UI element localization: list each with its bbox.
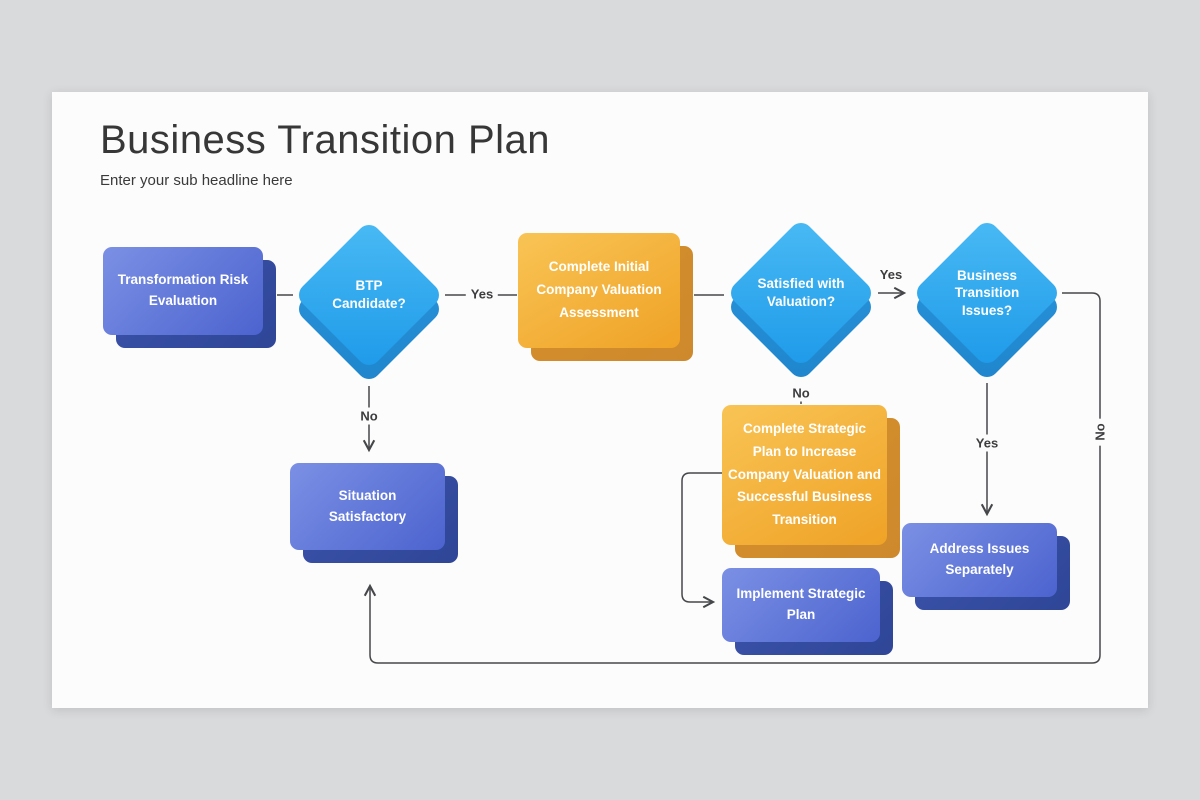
edge-label-issues-no: No bbox=[1091, 418, 1109, 446]
node-label: Satisfied with Valuation? bbox=[757, 276, 845, 309]
edge-label-btp-yes: Yes bbox=[465, 285, 499, 303]
node-face: Situation Satisfactory bbox=[290, 463, 445, 550]
node-label: Complete Initial Company Valuation Asses… bbox=[536, 259, 662, 320]
node-label: Implement Strategic Plan bbox=[736, 586, 866, 622]
node-transformation-risk-evaluation: Transformation Risk Evaluation bbox=[103, 247, 276, 348]
node-label: Situation Satisfactory bbox=[328, 487, 407, 524]
node-address-issues-separately: Address Issues Separately bbox=[902, 523, 1070, 610]
page-title: Business Transition Plan bbox=[100, 118, 551, 162]
node-implement-strategic-plan: Implement Strategic Plan bbox=[722, 568, 893, 655]
edge-label-satisfied-no: No bbox=[787, 384, 815, 402]
node-label: Business Transition Issues? bbox=[954, 267, 1020, 318]
edge-strategic-to-implement bbox=[681, 472, 722, 609]
node-face: Address Issues Separately bbox=[902, 523, 1057, 597]
node-complete-strategic-plan: Complete Strategic Plan to Increase Comp… bbox=[722, 405, 900, 558]
node-face: Transformation Risk Evaluation bbox=[103, 247, 263, 335]
node-label: Complete Strategic Plan to Increase Comp… bbox=[727, 420, 882, 528]
node-face: Implement Strategic Plan bbox=[722, 568, 880, 642]
page-subtitle: Enter your sub headline here bbox=[100, 172, 293, 189]
edge-label-btp-no: No bbox=[355, 407, 383, 425]
node-btp-candidate-decision: BTP Candidate? bbox=[294, 220, 444, 384]
node-satisfied-with-valuation-decision: Satisfied with Valuation? bbox=[726, 218, 876, 382]
node-label: Address Issues Separately bbox=[929, 541, 1030, 577]
node-complete-initial-valuation: Complete Initial Company Valuation Asses… bbox=[518, 233, 693, 361]
edge-label-satisfied-yes: Yes bbox=[879, 267, 903, 282]
node-face: Complete Strategic Plan to Increase Comp… bbox=[722, 405, 887, 545]
node-face: Complete Initial Company Valuation Asses… bbox=[518, 233, 680, 348]
node-business-transition-issues-decision: Business Transition Issues? bbox=[912, 218, 1062, 382]
slide-canvas: Business Transition Plan Enter your sub … bbox=[52, 92, 1148, 708]
node-situation-satisfactory: Situation Satisfactory bbox=[290, 463, 458, 563]
node-label: BTP Candidate? bbox=[332, 278, 406, 311]
node-label: Transformation Risk Evaluation bbox=[117, 272, 249, 308]
edge-label-issues-yes: Yes bbox=[970, 434, 1004, 452]
